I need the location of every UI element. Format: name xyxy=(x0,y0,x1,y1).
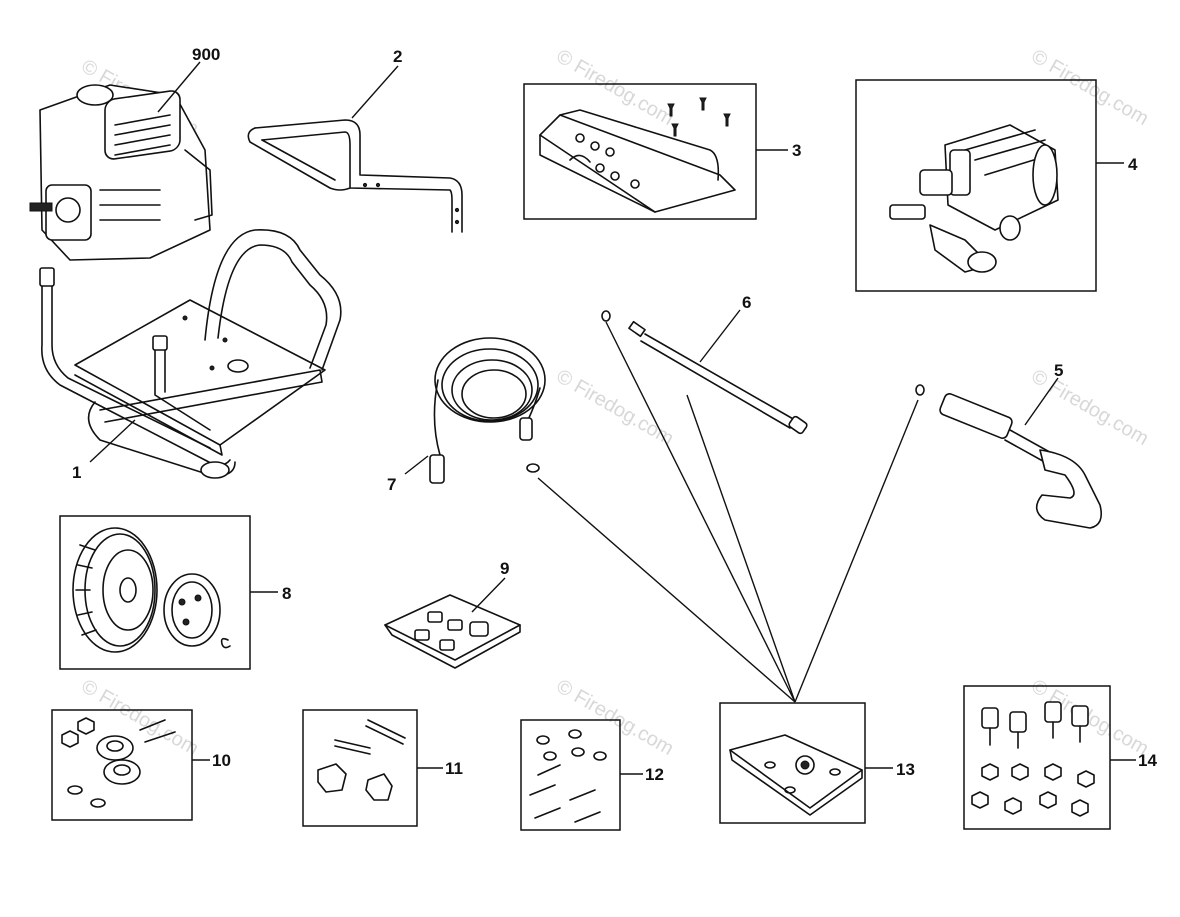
kit-box-10 xyxy=(51,709,193,821)
watermark: © Firedog.com xyxy=(553,45,678,130)
leader-5 xyxy=(1024,377,1059,426)
kit-box-3 xyxy=(523,83,757,220)
leader-6 xyxy=(699,309,741,363)
part-frame[interactable] xyxy=(39,229,342,479)
callout-2[interactable]: 2 xyxy=(393,47,402,66)
callout-8[interactable]: 8 xyxy=(282,584,291,603)
leader-13-c xyxy=(537,477,796,703)
part-hardware-kit[interactable] xyxy=(529,729,607,823)
watermark: © Firedog.com xyxy=(553,365,678,450)
part-hose[interactable] xyxy=(429,337,546,484)
watermark: © Firedog.com xyxy=(1028,45,1153,130)
part-pump-bracket[interactable] xyxy=(539,97,736,213)
part-mount-kit[interactable] xyxy=(971,701,1095,817)
leader-900 xyxy=(157,61,201,113)
callout-10[interactable]: 10 xyxy=(212,751,231,770)
leader-2 xyxy=(351,65,399,119)
callout-1[interactable]: 1 xyxy=(72,463,81,482)
part-wheel[interactable] xyxy=(72,527,231,653)
part-spray-gun[interactable] xyxy=(915,384,1103,529)
part-engine[interactable] xyxy=(29,84,213,261)
leader-7 xyxy=(404,455,429,475)
leader-13-b xyxy=(794,399,919,703)
callout-9[interactable]: 9 xyxy=(500,559,509,578)
leader-9 xyxy=(471,577,506,613)
kit-box-13 xyxy=(719,702,866,824)
kit-box-12 xyxy=(520,719,621,831)
part-pump[interactable] xyxy=(889,124,1059,273)
kit-box-4 xyxy=(855,79,1097,292)
kit-box-11 xyxy=(302,709,418,827)
callout-3[interactable]: 3 xyxy=(792,141,801,160)
part-handle[interactable] xyxy=(247,119,463,233)
callout-12[interactable]: 12 xyxy=(645,765,664,784)
leader-13-d xyxy=(686,394,796,703)
callout-13[interactable]: 13 xyxy=(896,760,915,779)
watermark: © Firedog.com xyxy=(553,675,678,760)
kit-box-14 xyxy=(963,685,1111,830)
part-isolator-kit[interactable] xyxy=(61,717,176,808)
watermark: © Firedog.com xyxy=(1028,365,1153,450)
callout-7[interactable]: 7 xyxy=(387,475,396,494)
part-nozzle-kit[interactable] xyxy=(384,594,521,669)
callout-4[interactable]: 4 xyxy=(1128,155,1138,174)
callout-14[interactable]: 14 xyxy=(1138,751,1157,770)
leader-1 xyxy=(89,419,136,463)
callout-900[interactable]: 900 xyxy=(192,45,220,64)
part-handle-knob-kit[interactable] xyxy=(317,719,406,801)
callout-6[interactable]: 6 xyxy=(742,293,751,312)
callout-5[interactable]: 5 xyxy=(1054,361,1063,380)
callout-11[interactable]: 11 xyxy=(445,759,463,778)
part-spray-wand[interactable] xyxy=(601,310,808,435)
leader-13-a xyxy=(605,321,796,703)
part-o-ring-kit[interactable] xyxy=(729,734,863,816)
